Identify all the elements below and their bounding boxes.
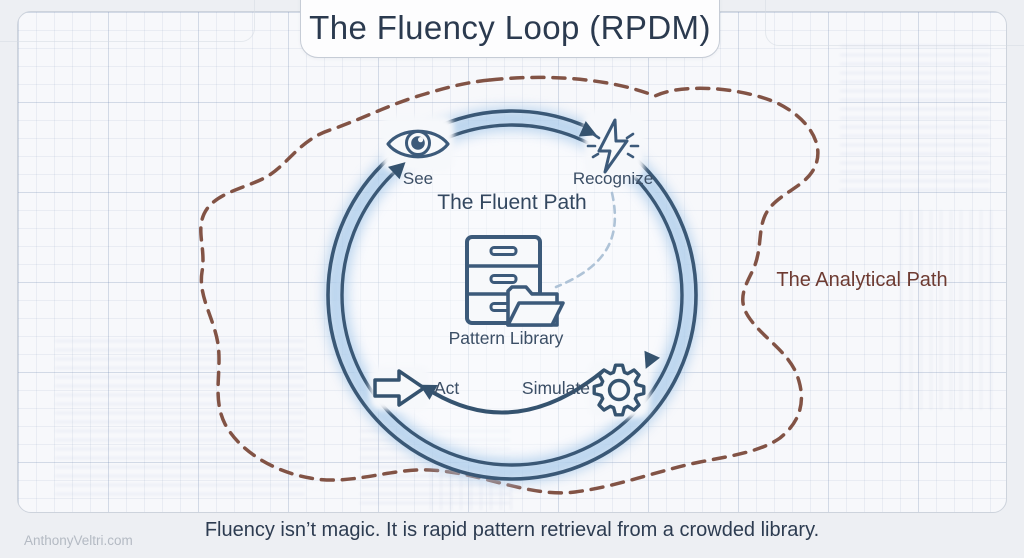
fluent-path-label: The Fluent Path bbox=[437, 191, 587, 214]
page-title: The Fluency Loop (RPDM) bbox=[309, 9, 711, 46]
lightning-icon bbox=[586, 118, 640, 174]
cropped-side-box bbox=[0, 0, 255, 42]
arrowhead-to-simulate-icon bbox=[644, 350, 660, 369]
block-arrow-icon bbox=[373, 369, 426, 407]
step-label-recognize: Recognize bbox=[572, 169, 654, 188]
folder-icon bbox=[506, 285, 565, 327]
pattern-library-label: Pattern Library bbox=[448, 328, 564, 348]
eye-icon bbox=[386, 129, 450, 159]
recognize-to-library-connector bbox=[554, 191, 617, 289]
arrowhead-to-see-icon bbox=[388, 162, 406, 180]
gear-icon bbox=[592, 363, 646, 417]
tagline: Fluency isn’t magic. It is rapid pattern… bbox=[204, 519, 820, 541]
step-label-see: See bbox=[402, 169, 434, 188]
analytical-path-outline bbox=[199, 75, 820, 495]
watermark: AnthonyVeltri.com bbox=[24, 533, 133, 548]
step-label-act: Act bbox=[434, 378, 460, 398]
arrowhead-to-recognize-icon bbox=[578, 121, 597, 137]
cropped-side-box bbox=[765, 0, 1024, 46]
cabinet-folder-icon bbox=[465, 235, 565, 327]
analytical-path-label: The Analytical Path bbox=[776, 269, 948, 291]
step-label-simulate: Simulate bbox=[521, 378, 590, 398]
simulate-to-act-arc bbox=[432, 369, 605, 415]
title-box: The Fluency Loop (RPDM) bbox=[300, 0, 720, 58]
